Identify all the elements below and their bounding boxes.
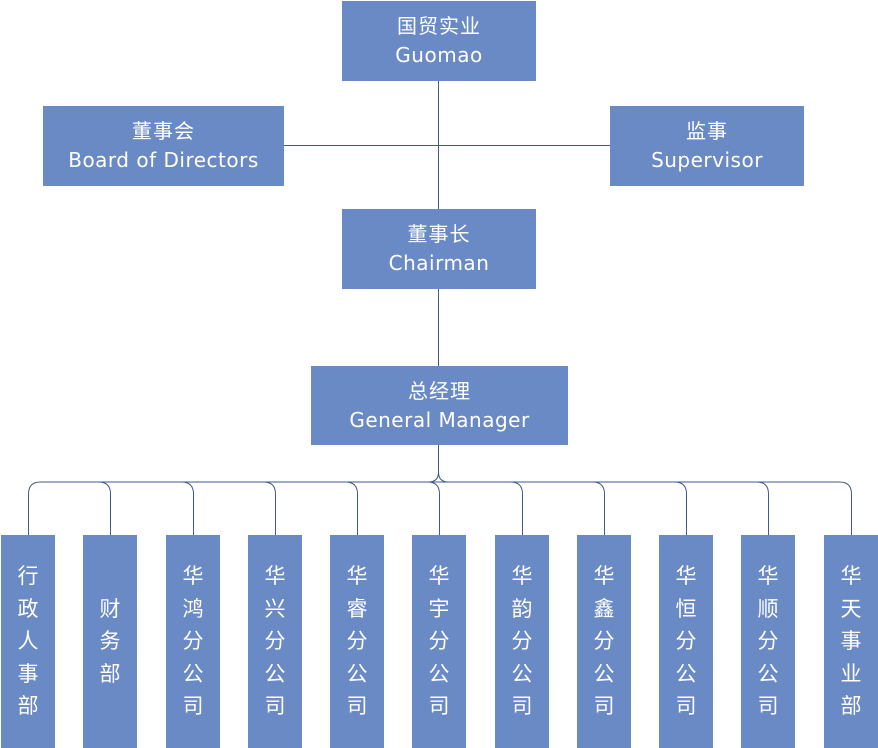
department-box: 华宇分公司 (412, 535, 466, 748)
department-drop-line (592, 481, 605, 535)
node-guomao-zh: 国贸实业 (397, 14, 481, 38)
department-drop-line (674, 481, 687, 535)
department-box: 华鑫分公司 (577, 535, 631, 748)
node-chairman-zh: 董事长 (407, 222, 471, 246)
department-drop-line (98, 481, 111, 535)
department-box: 财务部 (83, 535, 137, 748)
department-drop-line (181, 481, 194, 535)
node-guomao: 国贸实业 Guomao (342, 1, 536, 81)
node-chairman-en: Chairman (388, 251, 490, 275)
node-general-manager: 总经理 General Manager (311, 366, 568, 445)
node-board: 董事会 Board of Directors (43, 106, 284, 186)
department-drop-line (263, 481, 276, 535)
node-guomao-en: Guomao (395, 43, 483, 67)
node-gm-en: General Manager (349, 407, 530, 432)
node-chairman: 董事长 Chairman (342, 209, 536, 289)
department-box: 华天事业部 (824, 535, 878, 748)
department-drop-line (345, 481, 358, 535)
department-box: 华睿分公司 (330, 535, 384, 748)
department-drop-line (756, 481, 769, 535)
department-bus-line (28, 481, 852, 535)
node-supervisor-en: Supervisor (651, 148, 763, 172)
node-supervisor-zh: 监事 (686, 119, 728, 143)
node-board-en: Board of Directors (68, 148, 259, 172)
department-connectors (28, 481, 852, 535)
connector-gm-branch (428, 445, 449, 483)
department-drop-line (510, 481, 523, 535)
node-supervisor: 监事 Supervisor (610, 106, 804, 186)
department-box: 华恒分公司 (659, 535, 713, 748)
department-box: 华顺分公司 (741, 535, 795, 748)
department-box: 华韵分公司 (495, 535, 549, 748)
node-gm-zh: 总经理 (408, 378, 471, 403)
department-drop-line (427, 481, 440, 535)
department-box: 华鸿分公司 (166, 535, 220, 748)
department-box: 行政人事部 (1, 535, 55, 748)
department-box: 华兴分公司 (248, 535, 302, 748)
node-board-zh: 董事会 (132, 119, 195, 143)
